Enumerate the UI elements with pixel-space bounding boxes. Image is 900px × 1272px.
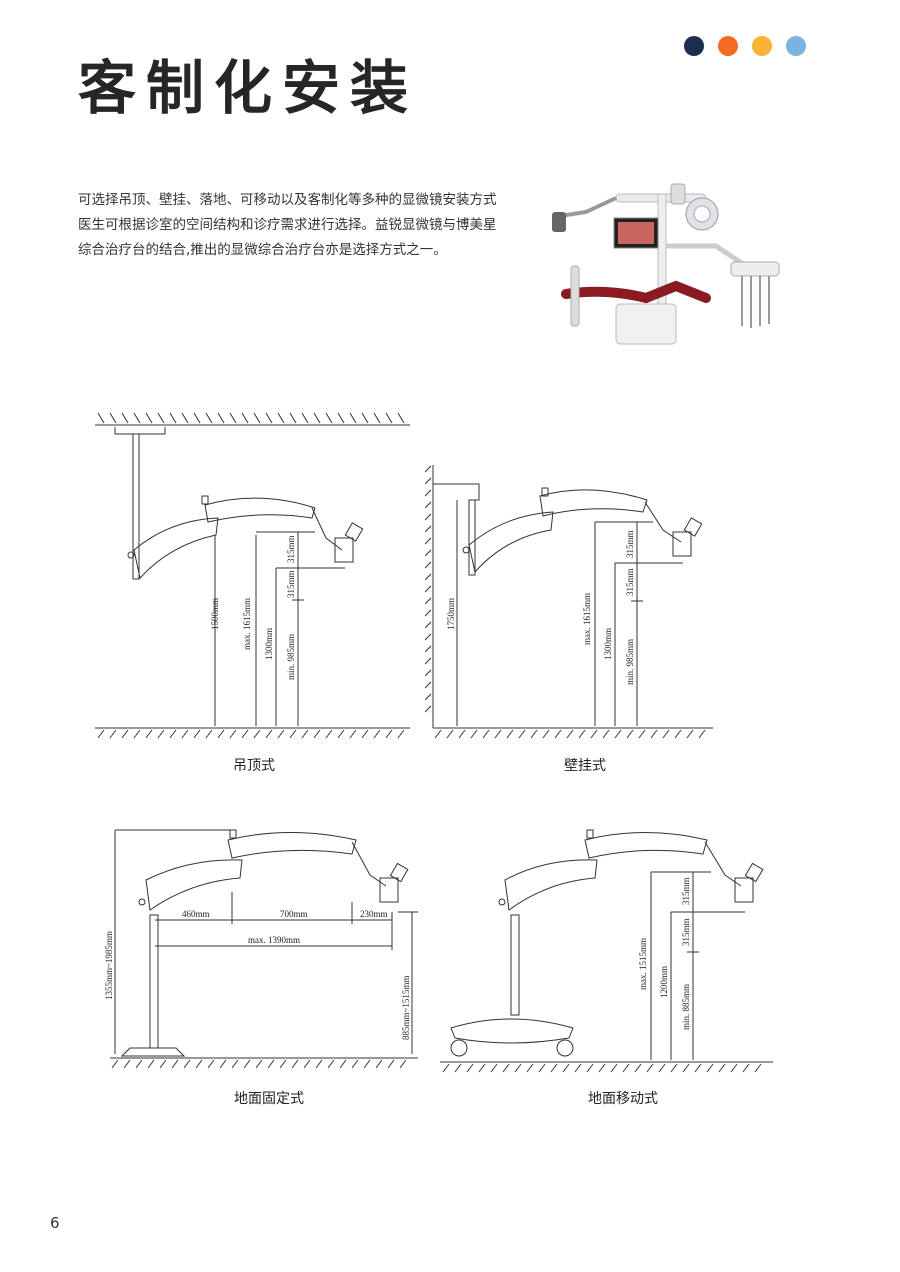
dim-315a: 315mm xyxy=(681,877,691,905)
dim-315a: 315mm xyxy=(286,535,296,563)
caption-wall: 壁挂式 xyxy=(564,758,606,774)
dim-700: 700mm xyxy=(280,909,308,919)
dim-315b: 315mm xyxy=(681,918,691,946)
dim-315b: 315mm xyxy=(625,568,635,596)
dim-230: 230mm xyxy=(360,909,388,919)
dim-min985: min. 985mm xyxy=(286,634,296,680)
dim-min885: min. 885mm xyxy=(681,984,691,1030)
page-number: 6 xyxy=(50,1214,60,1232)
intro-line-3: 综合治疗台的结合,推出的显微综合治疗台亦是选择方式之一。 xyxy=(78,242,447,258)
floor-fixed-diagram: 1355mm~1985mm 460mm 700mm 230mm max. 139… xyxy=(104,829,418,1069)
dim-1300: 1300mm xyxy=(603,628,613,660)
dot-navy xyxy=(684,36,704,56)
ceiling-mount-diagram: 1500mm max. 1615mm 1300mm min. 985mm 315… xyxy=(95,412,410,739)
page-title: 客制化安装 xyxy=(78,54,419,122)
dim-315a: 315mm xyxy=(625,530,635,558)
dim-max1615: max. 1615mm xyxy=(242,598,252,650)
color-dots xyxy=(684,36,806,56)
dim-315b: 315mm xyxy=(286,570,296,598)
caption-floor-fixed: 地面固定式 xyxy=(234,1091,304,1107)
intro-line-2: 医生可根据诊室的空间结构和诊疗需求进行选择。益锐显微镜与博美星 xyxy=(78,217,497,233)
dim-1500: 1500mm xyxy=(210,598,220,630)
dim-max1615: max. 1615mm xyxy=(582,593,592,645)
dot-blue xyxy=(786,36,806,56)
dot-orange xyxy=(718,36,738,56)
dim-max1515: max. 1515mm xyxy=(638,938,648,990)
dim-1300: 1300mm xyxy=(264,628,274,660)
dim-460: 460mm xyxy=(182,909,210,919)
dim-max1390: max. 1390mm xyxy=(248,935,300,945)
floor-mobile-diagram: max. 1515mm 1200mm min. 885mm 315mm 315m… xyxy=(440,829,773,1073)
dental-unit-photo xyxy=(552,183,780,345)
intro-paragraph: 可选择吊顶、壁挂、落地、可移动以及客制化等多种的显微镜安装方式 医生可根据诊室的… xyxy=(78,188,528,263)
wall-mount-diagram: 1750mm max. 1615mm 1300mm min. 985mm 315… xyxy=(425,465,713,739)
caption-ceiling: 吊顶式 xyxy=(233,758,275,774)
dot-yellow xyxy=(752,36,772,56)
caption-floor-mobile: 地面移动式 xyxy=(588,1091,658,1107)
dim-min985: min. 985mm xyxy=(625,639,635,685)
dim-height-range: 1355mm~1985mm xyxy=(104,931,114,1000)
intro-line-1: 可选择吊顶、壁挂、落地、可移动以及客制化等多种的显微镜安装方式 xyxy=(78,192,497,208)
dim-range-885-1515: 885mm~1515mm xyxy=(401,976,411,1040)
dim-1750: 1750mm xyxy=(446,598,456,630)
dim-1200: 1200mm xyxy=(659,966,669,998)
